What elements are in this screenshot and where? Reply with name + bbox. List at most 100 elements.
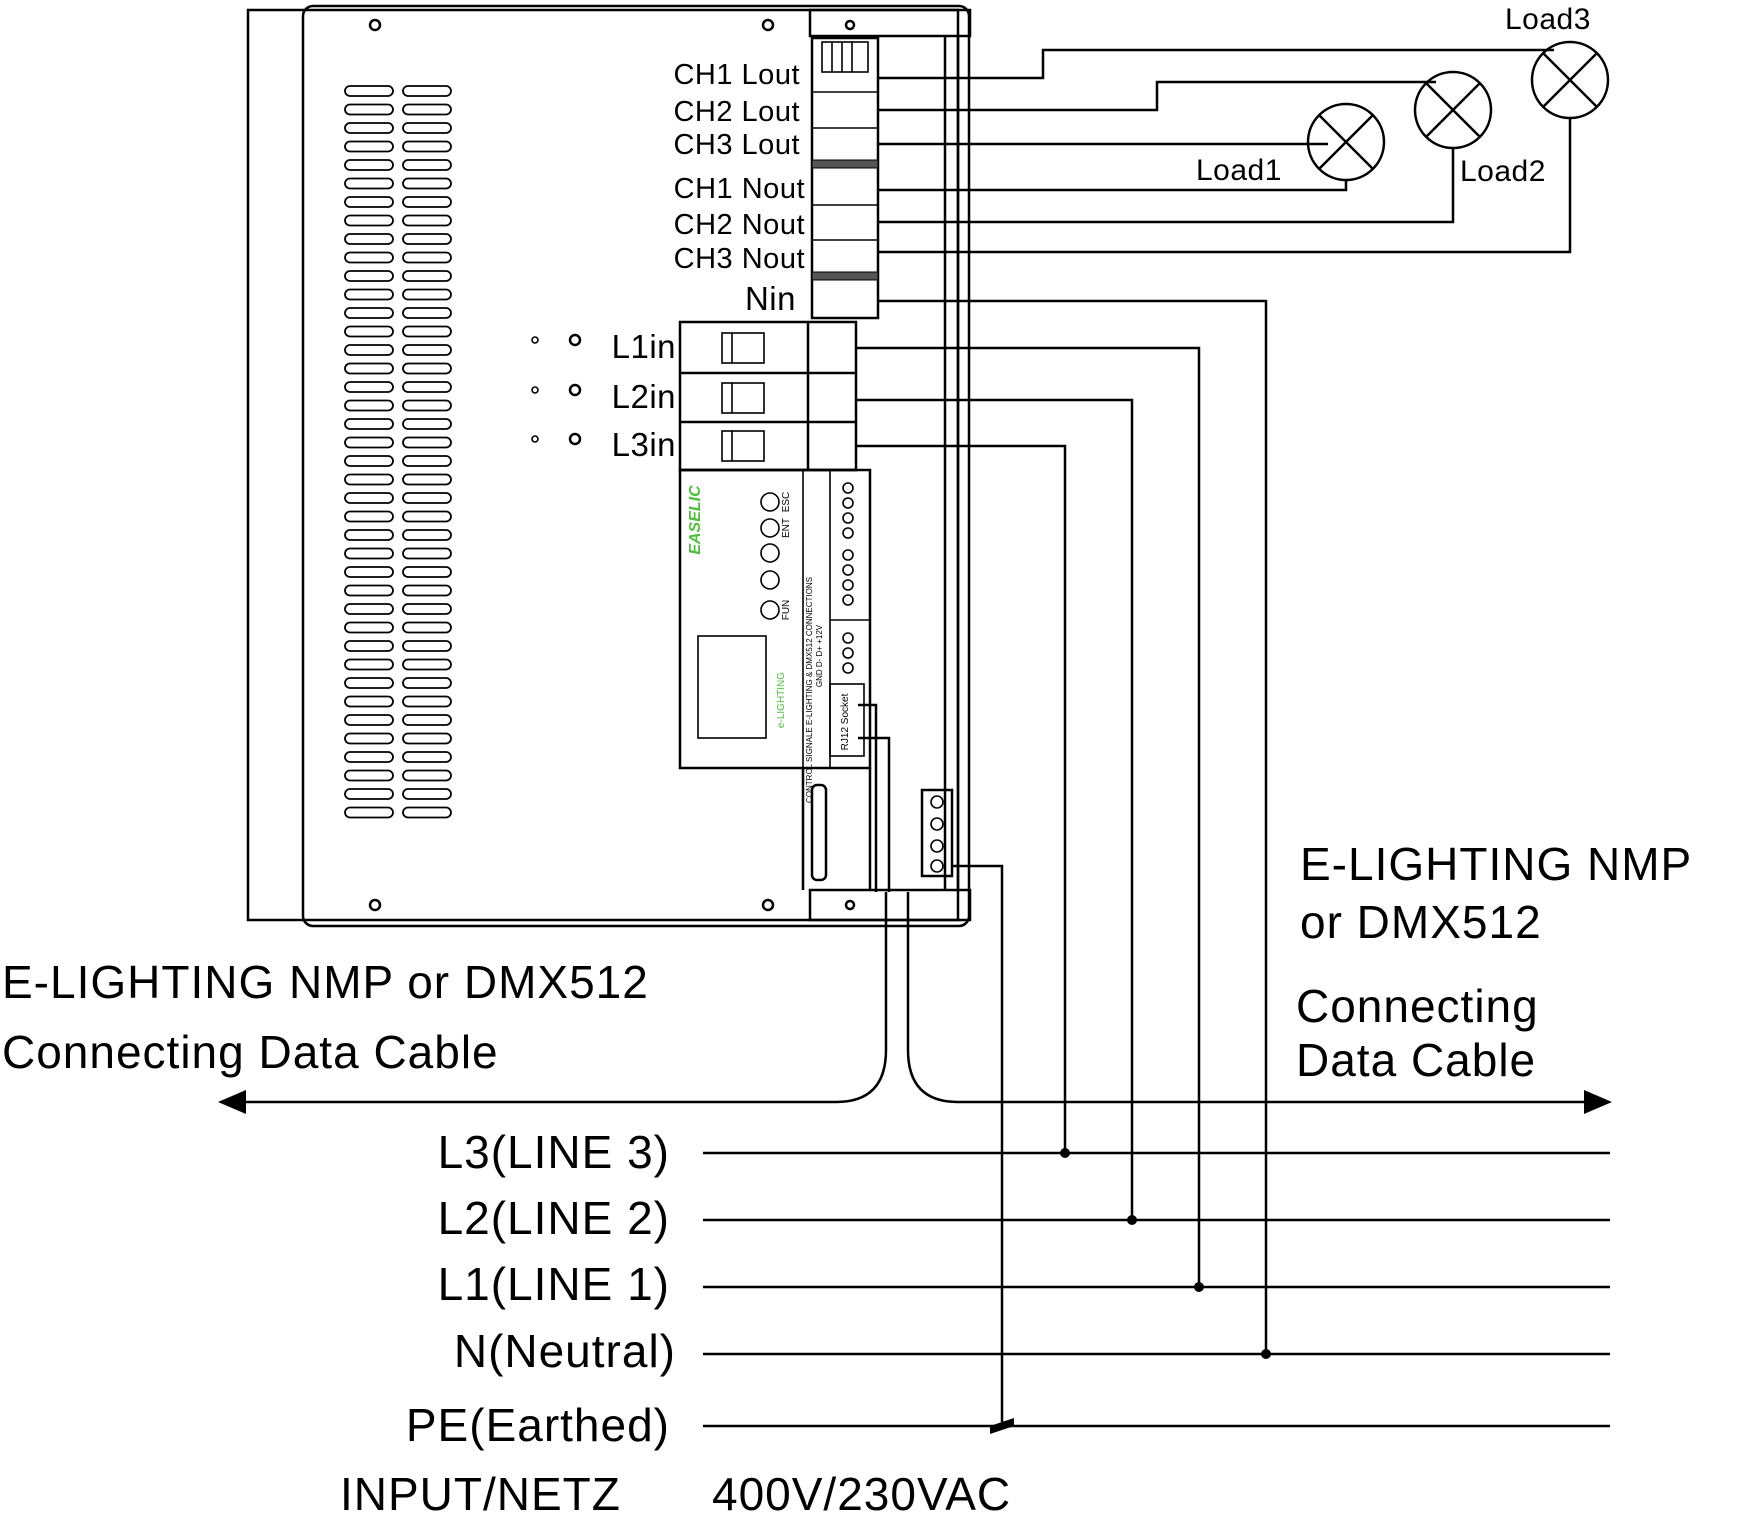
rj12-socket [829,683,865,757]
data-cable [218,892,1612,1114]
breaker-switch-2[interactable] [721,382,765,414]
left-cable-title: E-LIGHTING NMP or DMX512 [2,956,649,1008]
fun-button[interactable] [760,600,780,620]
load1-lamp-icon [1306,102,1386,182]
earth-label: PE(Earthed) [406,1399,670,1451]
vent-slot [402,288,452,301]
vent-slot [402,788,452,800]
vent-slot [344,381,394,393]
supply-wires [856,299,1268,1422]
vent-slot [344,436,394,449]
terminal-label-l2in: L2in [612,378,676,415]
vent-slot [344,529,394,541]
supply-line-labels: L3(LINE 3) L2(LINE 2) L1(LINE 1) N(Neutr… [406,1126,676,1451]
vent-slot [344,270,394,282]
vent-slot [402,714,452,726]
supply-buses [703,1151,1610,1428]
right-cable-subtitle-1: Connecting [1296,980,1539,1032]
fun-label: FUN [781,600,792,621]
indicator-dots [531,333,582,446]
vent-slot [402,251,452,264]
vent-slot [344,732,394,745]
vent-slot [402,418,452,430]
vent-slot [402,122,452,134]
bus-junction-dots [990,1148,1271,1434]
vent-slot [344,399,394,412]
vent-slot [344,85,394,97]
vent-slot [402,547,452,560]
vent-slot [402,640,452,652]
vent-slot [402,159,452,171]
right-cable-title-1: E-LIGHTING NMP [1300,838,1692,890]
vent-slot [402,677,452,689]
voltage-label: 400V/230VAC [712,1468,1011,1516]
vent-slot [402,233,452,245]
pin-text: GND D- D+ +12V [815,624,824,687]
vent-slot [344,418,394,430]
breaker-block [678,320,858,472]
vent-slot [344,510,394,523]
vent-slot [344,658,394,671]
load2-lamp-icon [1413,70,1493,150]
earth-terminal [920,788,954,878]
neutral-label: N(Neutral) [454,1325,676,1377]
breaker-switch-1[interactable] [721,332,765,364]
vent-slot [344,307,394,319]
vent-slot [344,547,394,560]
up-button[interactable] [760,570,780,590]
load2-label: Load2 [1460,155,1546,188]
vent-slot [344,621,394,634]
terminal-label-ch2-lout: CH2 Lout [673,96,800,128]
vent-slot [402,177,452,190]
terminal-label-ch1-nout: CH1 Nout [674,173,805,205]
ent-button[interactable] [760,518,780,538]
vent-slot [344,251,394,264]
ventilation-slots [344,85,452,819]
esc-label: ESC [781,492,792,513]
logo-text: e-LIGHTING [776,672,787,728]
vent-slot [344,196,394,208]
socket-label: RJ12 Socket [840,693,851,750]
vent-slot [402,473,452,486]
vent-slot [402,621,452,634]
vent-slot [402,270,452,282]
vent-slot [344,769,394,782]
terminal-screws [842,482,854,674]
device-enclosure [246,4,972,928]
vent-slot [402,806,452,819]
vent-slot [344,233,394,245]
vent-slot [402,85,452,97]
output-terminal-block [810,36,880,320]
line3-label: L3(LINE 3) [438,1126,670,1178]
vent-slot [344,455,394,467]
terminal-label-ch3-lout: CH3 Lout [673,129,800,161]
vent-slot [344,140,394,153]
vent-slot [344,566,394,578]
down-button[interactable] [760,543,780,563]
esc-button[interactable] [760,492,780,512]
vent-slot [402,325,452,338]
connection-text: CONTROL SIGNALE E-LIGHTING & DMX512 CONN… [805,577,814,803]
ent-label: ENT [781,518,792,538]
vent-slot [344,344,394,356]
line1-label: L1(LINE 1) [438,1258,670,1310]
vent-slot [344,159,394,171]
vent-slot [344,103,394,116]
right-cable-title-2: or DMX512 [1300,896,1542,948]
breaker-switch-3[interactable] [721,430,765,462]
vent-slot [344,288,394,301]
vent-slot [344,325,394,338]
brand-logo: EASELIC [687,485,704,555]
vent-slot [402,658,452,671]
vent-slot [344,362,394,375]
vent-slot [402,399,452,412]
vent-slot [402,436,452,449]
controller-display [697,635,767,739]
terminal-label-ch3-nout: CH3 Nout [674,243,805,275]
vent-slot [344,677,394,689]
vent-slot [344,695,394,708]
terminal-label-l1in: L1in [612,328,676,365]
vent-slot [402,214,452,227]
vent-slot [402,603,452,615]
